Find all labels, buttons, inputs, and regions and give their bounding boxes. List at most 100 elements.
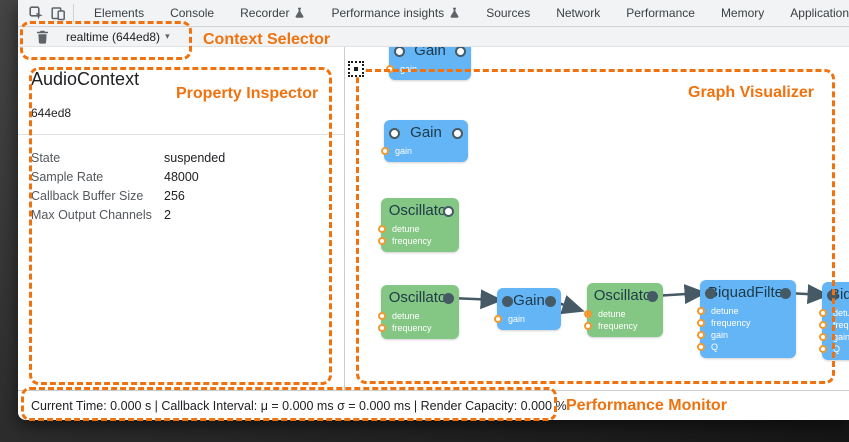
node-title: BiquadFilter (707, 284, 789, 301)
param-detune: detune (584, 308, 663, 320)
property-label: Max Output Channels (31, 208, 152, 222)
param-q: Q (697, 341, 796, 353)
param-detune: detune (378, 310, 459, 322)
input-port-icon (389, 128, 400, 139)
param-frequency: frequency (378, 322, 459, 334)
toolbar-separator (73, 4, 75, 22)
param-frequency: frequency (584, 320, 663, 332)
tab-label: Network (556, 6, 601, 20)
param-q: Q (819, 343, 849, 355)
property-label: State (31, 151, 61, 165)
property-row: Callback Buffer Size 256 (31, 187, 344, 206)
param-port-icon (697, 330, 705, 339)
flask-icon (294, 7, 305, 19)
param-port-icon (697, 342, 705, 351)
property-value: 48000 (164, 170, 199, 184)
property-label: Callback Buffer Size (31, 189, 144, 203)
param-port-icon (378, 236, 386, 245)
param-port-icon (819, 308, 827, 317)
property-value: 256 (164, 189, 185, 203)
tab-memory[interactable]: Memory (721, 6, 764, 20)
tab-label: Console (170, 6, 215, 20)
param-gain: gain (381, 145, 468, 157)
output-port-icon (780, 288, 791, 299)
property-label: Sample Rate (31, 170, 104, 184)
audio-node-gain[interactable]: Gain gain (381, 120, 468, 162)
tab-label: Performance insights (331, 6, 445, 20)
context-selector-dropdown[interactable]: realtime (644ed8) ▾ (66, 30, 170, 44)
param-gain: gain (494, 313, 561, 325)
tab-elements[interactable]: Elements (94, 6, 144, 20)
output-port-icon (452, 128, 463, 139)
tab-performance[interactable]: Performance (626, 6, 695, 20)
tab-label: Performance (626, 6, 695, 20)
tab-recorder[interactable]: Recorder (240, 6, 305, 20)
audio-node-gain[interactable]: Gain gain (494, 288, 561, 330)
tab-performance-insights[interactable]: Performance insights (331, 6, 460, 20)
param-port-icon (584, 321, 592, 330)
input-port-icon (502, 296, 513, 307)
param-frequency: frequency (697, 317, 796, 329)
context-toolbar: realtime (644ed8) ▾ (18, 27, 849, 47)
flask-icon (449, 7, 460, 19)
param-port-icon (378, 323, 386, 332)
node-title: Gain (410, 124, 442, 141)
param-port-icon (819, 320, 827, 329)
chevron-down-icon: ▾ (165, 31, 170, 41)
output-port-icon (455, 47, 466, 57)
param-detune: detune (697, 305, 796, 317)
output-port-icon (443, 206, 454, 217)
inspect-icon[interactable] (26, 3, 48, 23)
param-port-icon (697, 318, 705, 327)
param-gain: gain (697, 329, 796, 341)
tab-console[interactable]: Console (170, 6, 214, 20)
output-port-icon (647, 291, 658, 302)
tab-label: Memory (720, 6, 765, 20)
param-list: gain (386, 63, 471, 75)
tab-sources[interactable]: Sources (486, 6, 530, 20)
param-port-icon (378, 224, 386, 233)
node-title: Oscillator (388, 202, 452, 219)
devtools-window: Elements Console Recorder Performance insig… (18, 0, 849, 420)
param-port-icon (386, 64, 394, 73)
param-port-icon (697, 306, 705, 315)
audio-context-title: AudioContext (31, 69, 140, 89)
node-title: Oscillator (388, 289, 452, 306)
property-row: Sample Rate 48000 (31, 168, 344, 187)
device-toolbar-icon[interactable] (48, 3, 70, 23)
param-frequency: frequency (819, 319, 849, 331)
param-gain: gain (386, 63, 471, 75)
output-port-icon (545, 296, 556, 307)
param-detune: detune (819, 307, 849, 319)
performance-stats-text: Current Time: 0.000 s | Callback Interva… (31, 398, 567, 413)
tab-label: Elements (94, 6, 145, 20)
node-title: Gain (513, 292, 545, 309)
trash-icon[interactable] (31, 27, 53, 47)
param-frequency: frequency (378, 235, 459, 247)
tab-network[interactable]: Network (556, 6, 600, 20)
audio-node-gain[interactable]: Gain gain (386, 47, 471, 80)
tab-application[interactable]: Application (790, 6, 849, 20)
param-list: gain (494, 313, 561, 325)
inspector-divider (18, 134, 344, 135)
param-port-icon (494, 314, 502, 323)
node-title: Oscillator (593, 287, 657, 304)
node-title: Gain (414, 47, 446, 59)
param-port-icon (378, 311, 386, 320)
context-selector-value: realtime (644ed8) (66, 29, 161, 44)
audio-context-id: 644ed8 (31, 106, 72, 120)
param-gain: gain (819, 331, 849, 343)
devtools-tab-bar: Elements Console Recorder Performance insig… (18, 0, 849, 27)
